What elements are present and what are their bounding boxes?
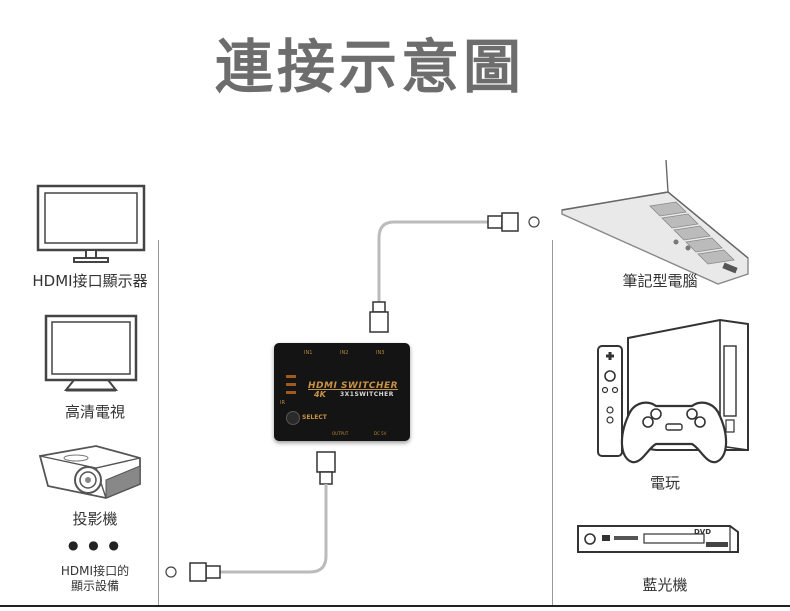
port-label-in3: IN3 xyxy=(376,350,385,356)
switcher-resolution: 4K xyxy=(314,390,326,399)
monitor-icon xyxy=(36,184,146,263)
more-devices-dots: ● ● ● xyxy=(67,538,123,552)
input-cable xyxy=(369,212,540,333)
game-label: 電玩 xyxy=(649,474,680,492)
other-display-label-line2: 顯示設備 xyxy=(70,579,119,593)
left-divider xyxy=(158,240,159,605)
tv-label: 高清電視 xyxy=(64,403,125,421)
led-3 xyxy=(286,391,296,394)
projector-label: 投影機 xyxy=(72,510,118,528)
switcher-stripe xyxy=(308,389,398,390)
switcher-model: 3X1SWITCHER xyxy=(340,391,394,398)
projector-icon xyxy=(38,445,141,499)
monitor-label: HDMI接口顯示器 xyxy=(32,272,148,290)
switcher-brand: HDMI SWITCHER xyxy=(308,381,399,391)
dvd-player-icon xyxy=(577,525,739,553)
port-label-in2: IN2 xyxy=(340,350,349,356)
diagram-title: 連接示意圖 xyxy=(214,33,525,101)
select-label: SELECT xyxy=(302,414,327,421)
output-port-label: OUTPUT xyxy=(332,431,349,436)
other-display-label-line1: HDMI接口的 xyxy=(60,564,130,578)
select-button[interactable] xyxy=(286,411,300,425)
port-label-in1: IN1 xyxy=(304,350,313,356)
right-divider xyxy=(552,240,553,605)
game-console-icon xyxy=(597,318,749,464)
hdmi-switcher: IN1 IN2 IN3 IR HDMI SWITCHER 4K 3X1SWITC… xyxy=(274,343,410,441)
dvd-label: 藍光機 xyxy=(642,576,688,594)
led-1 xyxy=(286,375,296,378)
bottom-rule xyxy=(0,605,790,607)
other-display-label: HDMI接口的 顯示設備 xyxy=(40,564,150,594)
tv-icon xyxy=(44,314,138,392)
laptop-label: 筆記型電腦 xyxy=(622,272,698,290)
dvd-logo: DVD xyxy=(694,528,712,536)
ir-label: IR xyxy=(280,400,285,406)
output-cable xyxy=(165,451,336,582)
led-2 xyxy=(286,383,296,386)
dc-port-label: DC 5V xyxy=(374,431,387,436)
laptop-icon xyxy=(561,159,749,285)
